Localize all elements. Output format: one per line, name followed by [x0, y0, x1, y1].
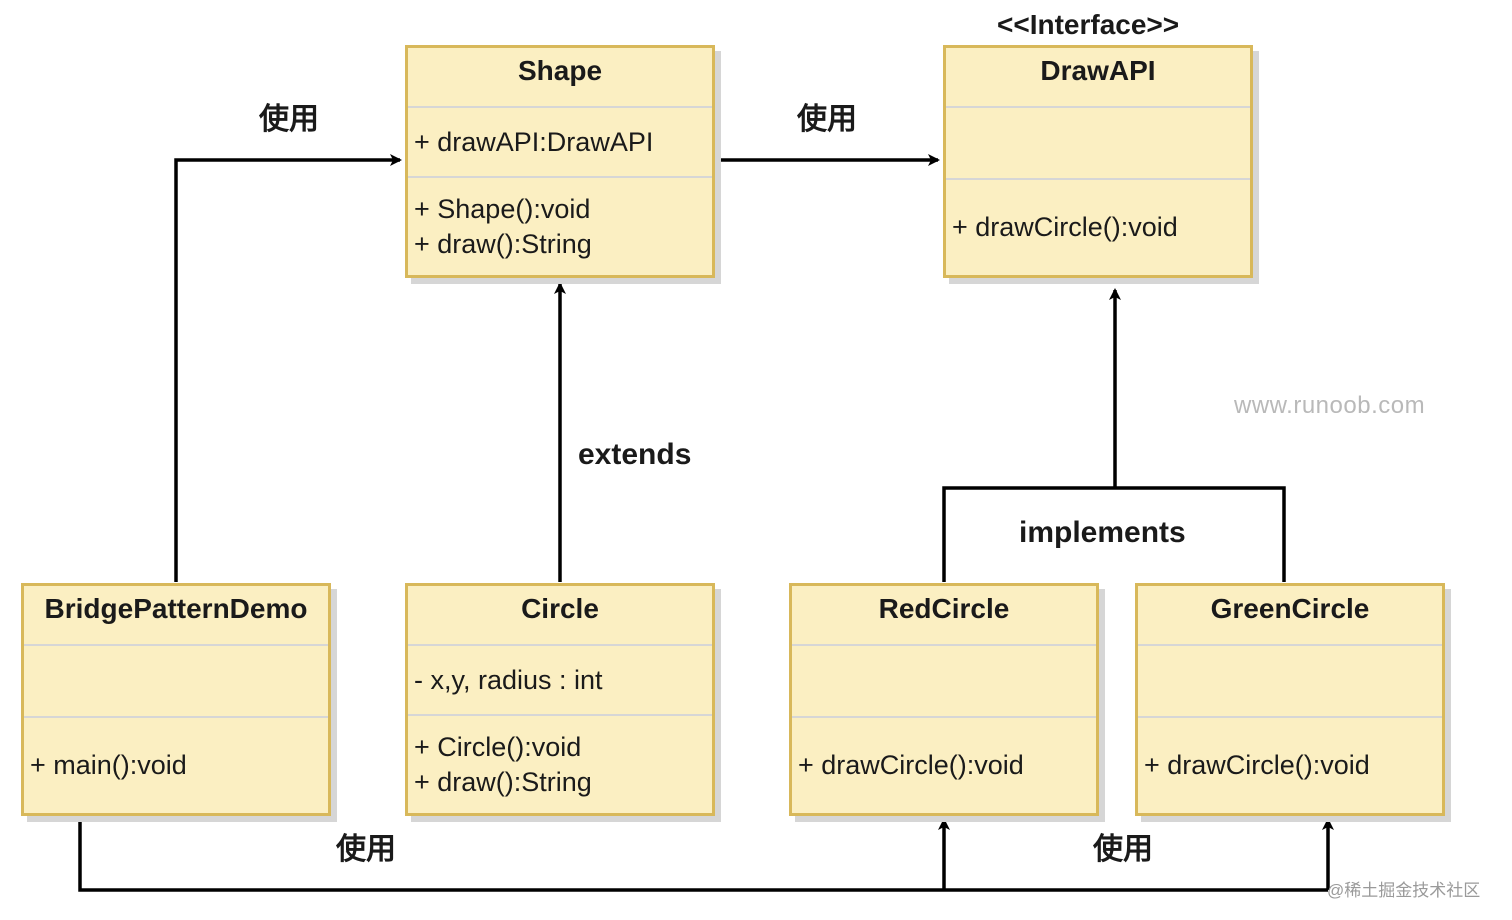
uses-label-shape-drawapi: 使用: [797, 103, 857, 136]
method: + Shape():void: [414, 193, 591, 224]
attributes-section: [792, 646, 1096, 718]
class-name: Shape: [408, 48, 712, 108]
uses-label-demo-shape: 使用: [259, 103, 319, 136]
class-name: BridgePatternDemo: [24, 586, 328, 646]
methods-section: + Circle():void + draw():String: [408, 716, 712, 813]
attributes-section: [24, 646, 328, 718]
methods-section: + drawCircle():void: [1138, 718, 1442, 813]
methods-section: + Shape():void + draw():String: [408, 178, 712, 275]
class-name: RedCircle: [792, 586, 1096, 646]
circle-class-box[interactable]: Circle - x,y, radius : int + Circle():vo…: [405, 583, 715, 816]
method: + Circle():void: [414, 731, 582, 762]
attributes-section: [946, 108, 1250, 180]
method: + drawCircle():void: [1144, 750, 1370, 780]
methods-section: + main():void: [24, 718, 328, 813]
uses-label-demo-green-circle: 使用: [1093, 833, 1153, 866]
method: + draw():String: [414, 766, 592, 797]
watermark: www.runoob.com: [1234, 392, 1426, 419]
method: + main():void: [30, 750, 187, 780]
attributes-section: + drawAPI:DrawAPI: [408, 108, 712, 178]
method: + drawCircle():void: [798, 750, 1024, 780]
drawapi-interface-box[interactable]: DrawAPI + drawCircle():void: [943, 45, 1253, 278]
red-circle-class-box[interactable]: RedCircle + drawCircle():void: [789, 583, 1099, 816]
class-name: Circle: [408, 586, 712, 646]
corner-credit: @稀土掘金技术社区: [1327, 881, 1481, 900]
methods-section: + drawCircle():void: [946, 180, 1250, 275]
implements-label: implements: [1019, 516, 1186, 549]
method: + draw():String: [414, 228, 592, 259]
attributes-section: [1138, 646, 1442, 718]
bridge-pattern-demo-class-box[interactable]: BridgePatternDemo + main():void: [21, 583, 331, 816]
class-name: DrawAPI: [946, 48, 1250, 108]
attribute: + drawAPI:DrawAPI: [414, 126, 654, 157]
attributes-section: - x,y, radius : int: [408, 646, 712, 716]
uses-label-demo-red-circle: 使用: [336, 833, 396, 866]
methods-section: + drawCircle():void: [792, 718, 1096, 813]
demo-bottom-connector: [78, 816, 1328, 892]
demo-to-shape-connector: [174, 154, 402, 582]
shape-class-box[interactable]: Shape + drawAPI:DrawAPI + Shape():void +…: [405, 45, 715, 278]
method: + drawCircle():void: [952, 212, 1178, 242]
attribute: - x,y, radius : int: [414, 664, 603, 695]
interface-stereotype: <<Interface>>: [997, 9, 1180, 40]
class-name: GreenCircle: [1138, 586, 1442, 646]
extends-label: extends: [578, 438, 692, 471]
green-circle-class-box[interactable]: GreenCircle + drawCircle():void: [1135, 583, 1445, 816]
